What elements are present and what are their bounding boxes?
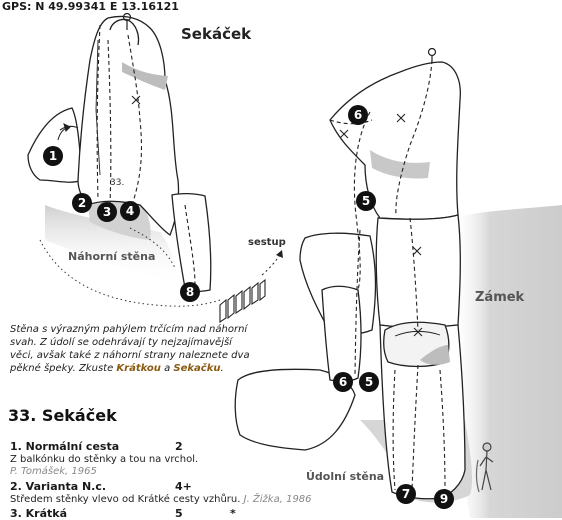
label-udolni-stena: Údolní stěna <box>306 470 385 483</box>
route-3-grade: 5 <box>175 507 183 520</box>
marker-6-top <box>348 105 368 125</box>
label-route-33: 33. <box>110 178 125 188</box>
right-rappel-ring <box>427 47 437 62</box>
marker-5-upper-label: 5 <box>362 194 370 208</box>
marker-5-upper <box>356 191 376 211</box>
left-belay-marks <box>131 95 141 105</box>
marker-8-label: 8 <box>186 285 194 299</box>
rock-description: Stěna s výrazným pahýlem trčícím nad náh… <box>10 324 250 374</box>
marker-4 <box>120 201 140 221</box>
section-heading: 33. Sekáček <box>8 406 117 425</box>
route-2-grade: 4+ <box>175 480 192 493</box>
descent-arrow <box>261 250 283 276</box>
climber-figure <box>476 442 494 493</box>
left-route-lines <box>59 24 196 286</box>
route-3-star: * <box>230 507 236 520</box>
route-3-name: 3. Krátká <box>10 507 68 520</box>
marker-2 <box>72 193 92 213</box>
link-kratka[interactable]: Krátkou <box>116 363 161 374</box>
descent-steps <box>219 278 266 324</box>
gps-coordinates: GPS: N 49.99341 E 13.16121 <box>2 0 179 13</box>
link-sekacka[interactable]: Sekačku <box>173 363 221 374</box>
right-belay-marks <box>339 113 423 337</box>
marker-6-top-label: 6 <box>354 108 362 122</box>
label-sestup: sestup <box>248 237 286 248</box>
marker-5-low-label: 5 <box>365 375 373 389</box>
route-1-grade: 2 <box>175 440 183 453</box>
marker-6-low-label: 6 <box>339 375 347 389</box>
route-2: 2. Varianta N.c. 4+ <box>10 480 192 493</box>
route-2-desc: Středem stěnky vlevo od Krátké cesty vzh… <box>10 494 312 505</box>
marker-2-label: 2 <box>78 196 86 210</box>
route-1-name: 1. Normální cesta <box>10 440 120 453</box>
route-2-name: 2. Varianta N.c. <box>10 480 107 493</box>
marker-3 <box>97 202 117 222</box>
balcony-arrow <box>57 123 71 141</box>
rock-title: Sekáček <box>181 25 252 43</box>
marker-7 <box>396 484 416 504</box>
route-1-desc: Z balkónku do stěnky a tou na vrchol. <box>10 454 199 465</box>
marker-1-label: 1 <box>49 149 57 163</box>
marker-8 <box>180 282 200 302</box>
left-rock <box>27 15 212 292</box>
marker-7-label: 7 <box>402 487 410 501</box>
route-2-author: J. Žižka, 1986 <box>243 494 312 505</box>
marker-1 <box>43 146 63 166</box>
marker-9 <box>434 489 454 509</box>
marker-5-low <box>359 372 379 392</box>
route-3: 3. Krátká 5 * <box>10 507 236 520</box>
marker-6-low <box>333 372 353 392</box>
left-rappel-ring <box>122 12 132 30</box>
route-1-author: P. Tomášek, 1965 <box>10 466 97 477</box>
marker-4-label: 4 <box>126 204 134 218</box>
marker-3-label: 3 <box>103 205 111 219</box>
label-zamek: Zámek <box>475 290 525 305</box>
label-nahorni-stena: Náhorní stěna <box>68 250 156 263</box>
right-route-lines <box>329 59 446 491</box>
route-1: 1. Normální cesta 2 <box>10 440 183 453</box>
marker-9-label: 9 <box>440 492 448 506</box>
route-markers <box>43 105 454 509</box>
